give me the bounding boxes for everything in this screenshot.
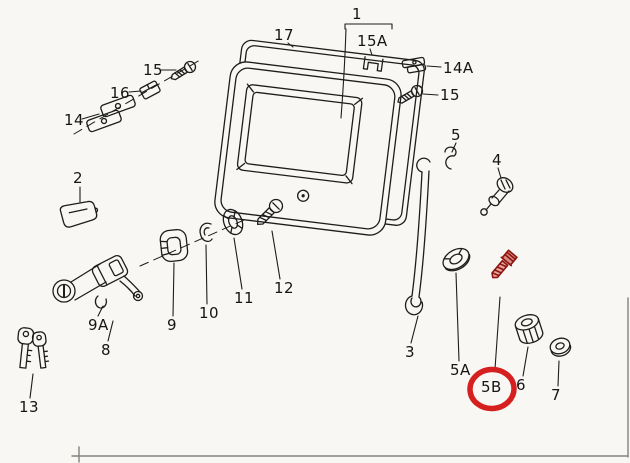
hook-5-drawing [444,146,457,170]
leader-lines [29,42,560,399]
part-label-2: 2 [73,169,83,187]
part-label-14: 14 [64,111,84,129]
highlight-circle [467,366,517,412]
screw-12-drawing [256,198,284,226]
grommet-5a-drawing [442,247,471,272]
part-label-5: 5 [451,126,461,144]
part-label-9: 9 [167,316,177,334]
part-label-15a: 15A [357,32,388,50]
clip-16-drawing [139,80,161,100]
part-label-15-left: 15 [143,61,163,79]
part-label-5a: 5A [450,361,471,379]
page-edge-lines [71,297,629,463]
bushing-6-drawing [514,314,544,344]
part-label-9a: 9A [88,316,109,334]
part-label-4: 4 [492,151,502,169]
lock-cylinder-8-drawing [52,255,144,303]
latch-2-drawing [59,200,99,228]
clip-9a-drawing [94,295,108,309]
clip-10-drawing [199,222,213,243]
part-label-8: 8 [101,341,111,359]
clip-15a-drawing [362,56,384,72]
part-label-10: 10 [199,304,219,322]
part-label-12: 12 [274,279,294,297]
screw-5b-drawing [491,249,518,279]
part-label-16: 16 [110,84,130,102]
part-label-17: 17 [274,26,294,44]
screw-15-left-drawing [170,60,197,81]
part-label-13: 13 [19,398,39,416]
part-label-11: 11 [234,289,254,307]
knob-4-drawing [480,177,514,216]
screw-15-right-drawing [397,84,424,104]
keys-13-drawing [17,327,50,369]
door-panel-drawing [214,61,402,236]
plates-14-drawing [86,94,136,133]
callout-bracket-1 [340,23,393,119]
part-label-6: 6 [516,376,526,394]
rod-3-drawing [404,157,431,316]
part-label-15-right: 15 [440,86,460,104]
ring-7-drawing [549,337,572,357]
part-label-5b: 5B [481,378,502,396]
part-label-7: 7 [551,386,561,404]
part-label-1: 1 [352,5,362,23]
bracket-14a-drawing [401,56,427,74]
part-label-14a: 14A [443,59,474,77]
part-label-3: 3 [405,343,415,361]
grommet-9-drawing [159,228,189,263]
